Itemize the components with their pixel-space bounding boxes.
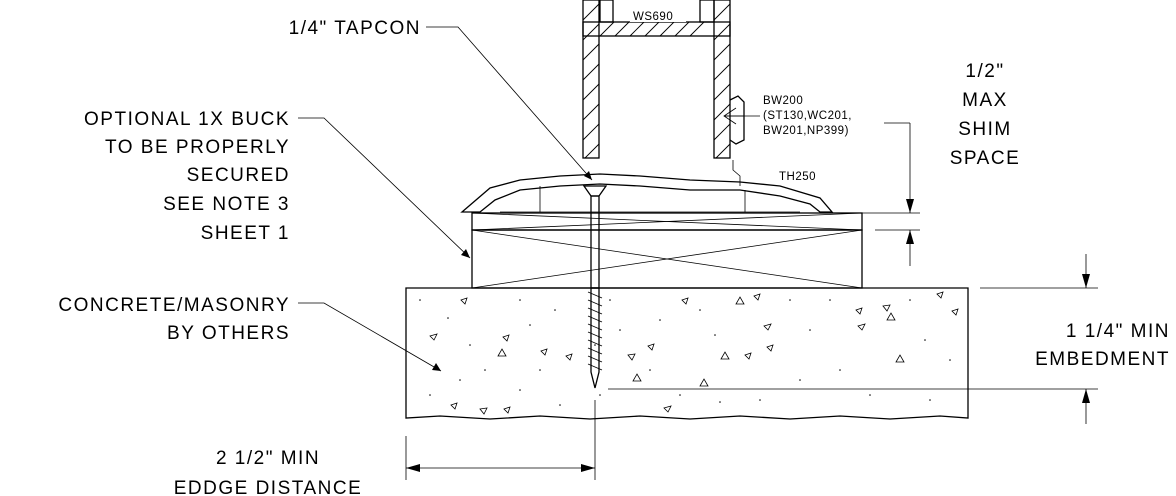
leader-concrete — [298, 302, 442, 372]
dimension-shim-space — [835, 122, 920, 266]
svg-text:OPTIONAL 1X BUCK: OPTIONAL 1X BUCK — [84, 109, 290, 130]
concrete-note: CONCRETE/MASONRY BY OTHERS — [58, 295, 290, 344]
svg-text:2 1/2" MIN: 2 1/2" MIN — [216, 448, 320, 469]
svg-text:BY OTHERS: BY OTHERS — [167, 323, 290, 344]
svg-text:SHEET 1: SHEET 1 — [201, 223, 290, 244]
svg-text:(ST130,WC201,: (ST130,WC201, — [763, 110, 852, 122]
embedment-note: 1 1/4" MIN EMBEDMENT — [1035, 321, 1170, 370]
svg-text:EDDGE DISTANCE: EDDGE DISTANCE — [174, 478, 363, 496]
svg-text:BW200: BW200 — [763, 95, 803, 107]
svg-text:SEE NOTE 3: SEE NOTE 3 — [163, 194, 290, 215]
threshold-profile — [460, 173, 834, 213]
svg-text:MAX: MAX — [962, 90, 1008, 111]
wood-buck — [471, 229, 863, 289]
svg-text:TO BE PROPERLY: TO BE PROPERLY — [105, 137, 290, 158]
svg-text:SHIM: SHIM — [958, 119, 1012, 140]
weatherstrip-note: BW200 (ST130,WC201, BW201,NP399) — [763, 95, 852, 137]
frame-part-label: WS690 — [633, 11, 673, 23]
svg-text:1/2": 1/2" — [965, 61, 1004, 82]
svg-text:CONCRETE/MASONRY: CONCRETE/MASONRY — [58, 295, 290, 316]
svg-text:SECURED: SECURED — [187, 165, 290, 186]
svg-text:EMBEDMENT: EMBEDMENT — [1035, 349, 1170, 370]
weatherstrip-bw200 — [723, 95, 745, 186]
dimension-embedment — [608, 254, 1098, 424]
leader-tapcon — [426, 26, 593, 181]
concrete-slab — [405, 287, 969, 420]
svg-text:BW201,NP399): BW201,NP399) — [763, 125, 849, 137]
dimension-edge-distance — [405, 400, 596, 480]
frame-ws690: WS690 — [582, 0, 731, 159]
shim-note: 1/2" MAX SHIM SPACE — [950, 61, 1021, 169]
shim-space — [471, 212, 863, 231]
svg-text:1 1/4" MIN: 1 1/4" MIN — [1066, 321, 1170, 342]
buck-note: OPTIONAL 1X BUCK TO BE PROPERLY SECURED … — [84, 109, 290, 244]
svg-text:SPACE: SPACE — [950, 148, 1021, 169]
tapcon-label: 1/4" TAPCON — [289, 18, 421, 39]
tapcon-screw — [582, 185, 608, 389]
edge-distance-note: 2 1/2" MIN EDDGE DISTANCE — [174, 448, 363, 496]
threshold-label: TH250 — [779, 171, 816, 183]
leader-buck — [298, 117, 471, 259]
